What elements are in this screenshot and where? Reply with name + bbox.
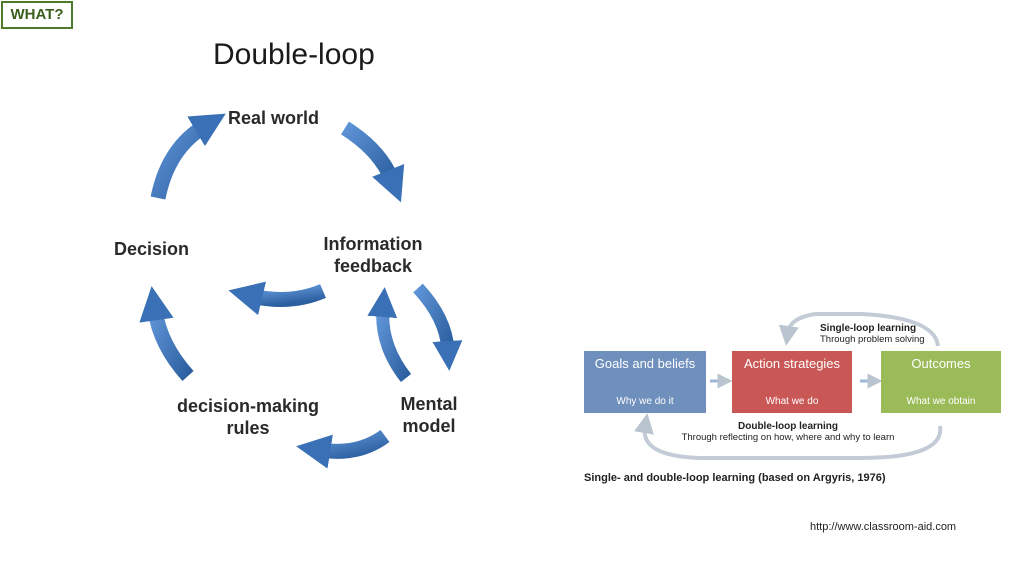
box-actions-sub: What we do <box>765 396 819 407</box>
single-loop-arc <box>778 312 940 347</box>
arrow-rules-to-decision <box>139 286 194 382</box>
label-rules-line2: rules <box>226 418 270 438</box>
arrow-feedback-to-decision <box>228 281 326 316</box>
label-information-feedback: Information feedback <box>320 233 426 277</box>
label-information-line2: feedback <box>333 256 413 276</box>
double-loop-arc <box>634 413 943 460</box>
double-loop-label: Double-loop learning Through reflecting … <box>668 421 908 443</box>
box-goals-sub: Why we do it <box>616 396 674 407</box>
label-decision: Decision <box>114 239 190 259</box>
arrow-mentalmodel-to-feedback <box>367 287 412 383</box>
single-loop-label: Single-loop learning Through problem sol… <box>820 323 925 345</box>
label-rules-line1: decision-making <box>176 396 320 416</box>
label-real-world: Real world <box>228 108 320 128</box>
box-action-strategies: Action strategies What we do <box>732 351 852 413</box>
page-title: Double-loop <box>213 38 375 71</box>
double-loop-sub: Through reflecting on how, where and why… <box>681 432 895 443</box>
box-outcomes-title: Outcomes <box>911 356 971 371</box>
box-outcomes: Outcomes What we obtain <box>881 351 1001 413</box>
single-loop-sub: Through problem solving <box>820 334 925 345</box>
double-loop-title: Double-loop learning <box>738 421 838 432</box>
single-loop-title: Single-loop learning <box>820 323 917 334</box>
arrow-realworld-to-feedback <box>340 121 405 203</box>
what-tag: WHAT? <box>1 1 73 29</box>
argyris-caption: Single- and double-loop learning (based … <box>584 472 886 484</box>
box-actions-title: Action strategies <box>743 356 841 371</box>
label-mental-model: Mental model <box>398 393 460 437</box>
label-mental-line2: model <box>402 416 456 436</box>
arrow-mentalmodel-to-rules <box>296 429 390 469</box>
label-mental-line1: Mental <box>400 394 458 414</box>
arrow-decision-to-realworld <box>150 113 226 200</box>
box-goals-beliefs: Goals and beliefs Why we do it <box>584 351 706 413</box>
box-goals-title: Goals and beliefs <box>594 356 696 371</box>
source-url[interactable]: http://www.classroom-aid.com <box>810 521 957 533</box>
box-outcomes-sub: What we obtain <box>906 396 976 407</box>
label-information-line1: Information <box>323 234 423 254</box>
label-decision-making-rules: decision-making rules <box>172 395 324 439</box>
arrow-feedback-to-mentalmodel <box>413 283 463 371</box>
